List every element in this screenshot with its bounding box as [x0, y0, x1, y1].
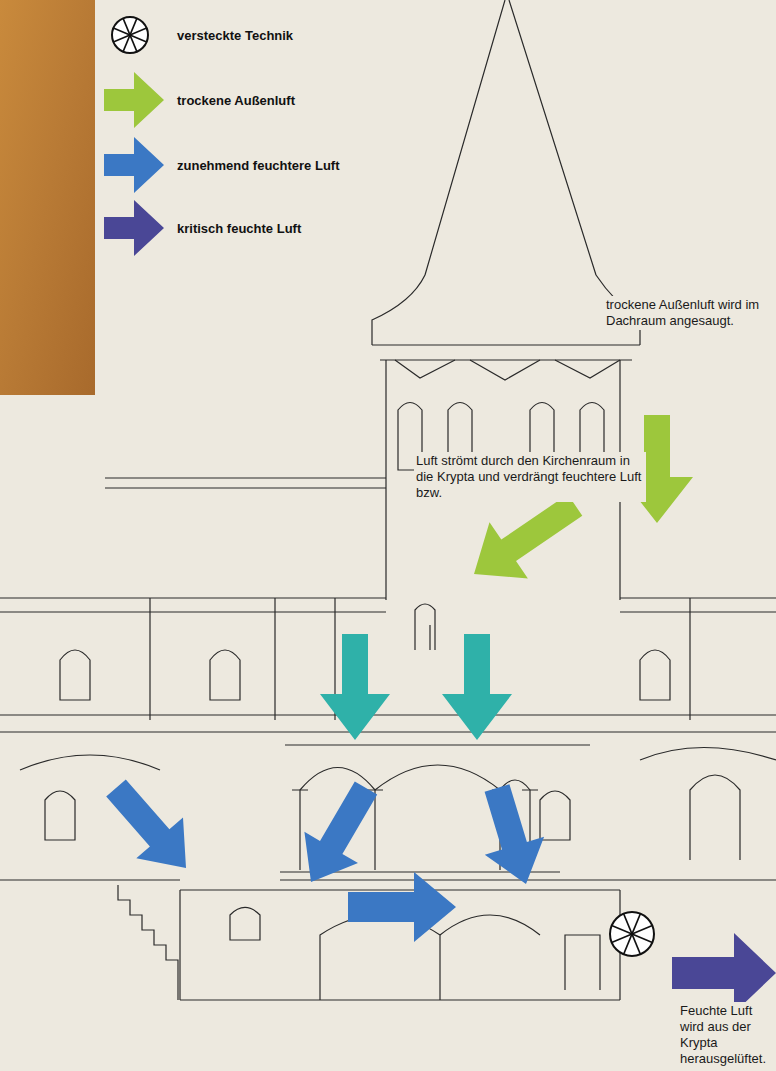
flow-arrow [106, 779, 186, 868]
legend-symbol [102, 198, 168, 258]
fan-symbol [112, 17, 148, 53]
flow-arrow [320, 634, 390, 740]
legend-swatch [104, 72, 164, 128]
flow-arrow [474, 494, 582, 578]
legend-swatch [104, 137, 164, 193]
legend-row: kritisch feuchte Luft [102, 198, 402, 258]
wood-strip [0, 0, 95, 395]
legend-text: versteckte Technik [177, 28, 293, 43]
legend-row: zunehmend feuchtere Luft [102, 135, 402, 195]
flow-arrow [672, 933, 776, 1013]
air-flow-arrows [106, 415, 776, 1013]
legend-row: trockene Außenluft [102, 70, 402, 130]
legend-row: versteckte Technik [102, 5, 402, 65]
legend-swatch [104, 200, 164, 256]
note-text: Luft strömt durch den Kirchenraum in die… [414, 452, 646, 502]
fan-symbols [578, 454, 654, 956]
church-drawing [0, 0, 776, 1000]
legend-symbol [102, 70, 168, 130]
legend-text: trockene Außenluft [177, 93, 295, 108]
legend-symbol [102, 5, 168, 65]
legend-symbol [102, 135, 168, 195]
flow-arrow [442, 634, 512, 740]
legend-text: kritisch feuchte Luft [177, 221, 301, 236]
legend-text: zunehmend feuchtere Luft [177, 158, 340, 173]
note-text: Feuchte Luft wird aus der Krypta herausg… [678, 1002, 774, 1068]
fan-symbol [610, 912, 654, 956]
flow-arrow [485, 784, 544, 884]
flow-arrow [348, 872, 456, 942]
flow-arrow [304, 781, 377, 882]
note-text: trockene Außenluft wird im Dachraum ange… [604, 296, 772, 330]
